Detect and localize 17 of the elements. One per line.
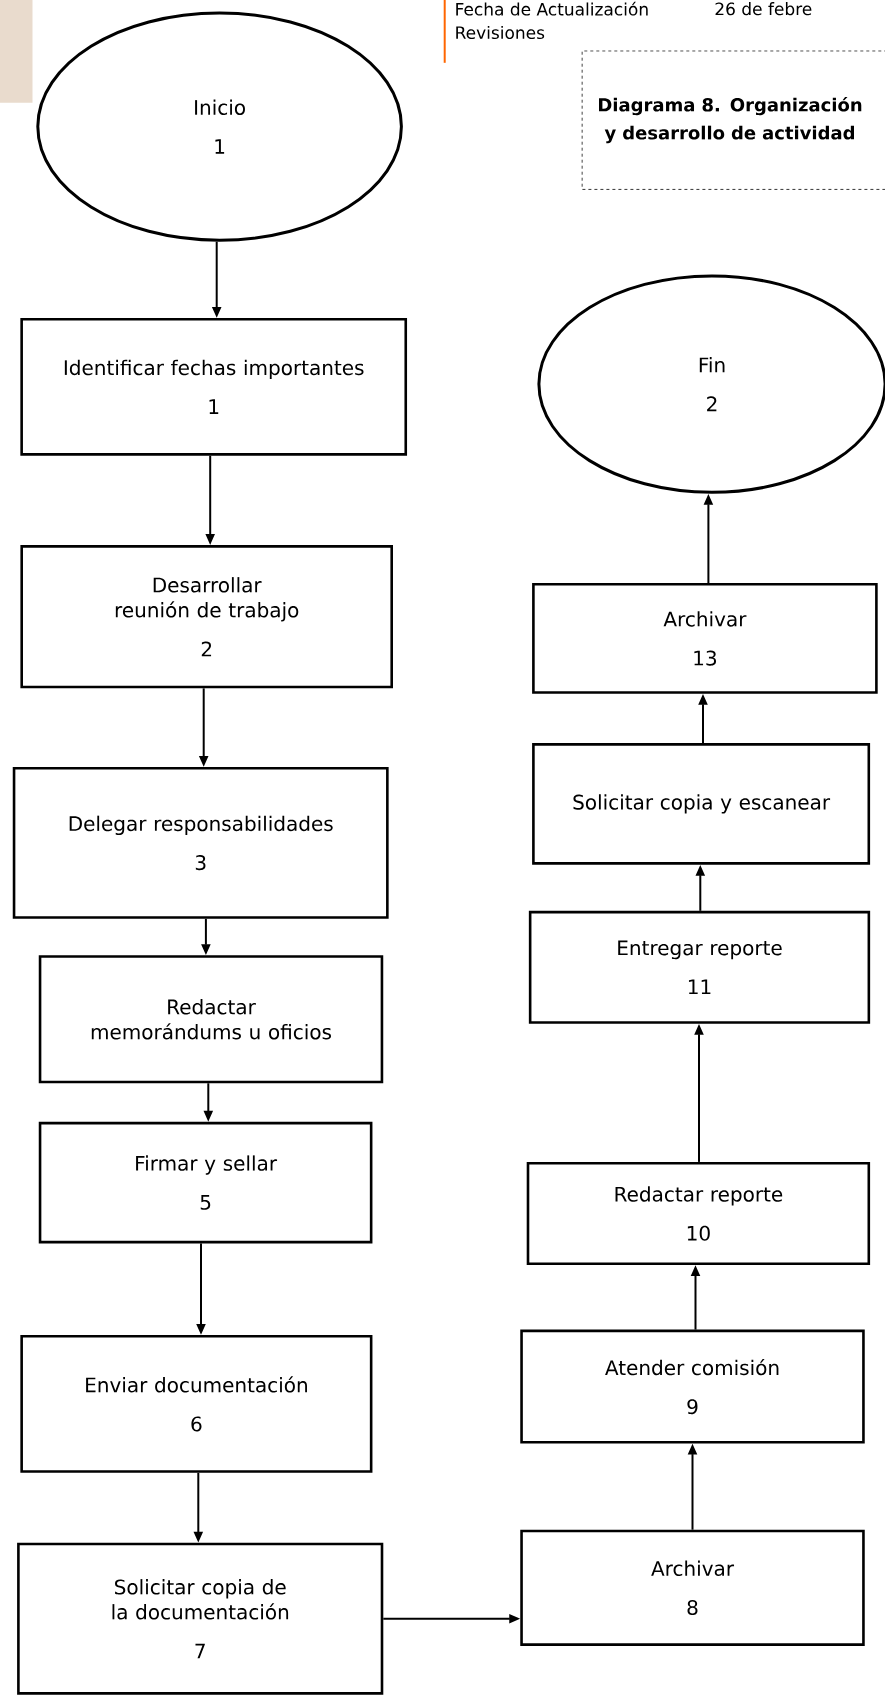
process-box: Identificar fechas importantes 1 <box>20 317 408 456</box>
process-box: Desarrollar reunión de trabajo 2 <box>20 545 393 689</box>
title-box: Diagrama 8. Organización y desarrollo de actividad <box>581 50 885 190</box>
header-text: Revisiones <box>456 25 545 40</box>
process-box: Enviar documentación 6 <box>20 1335 373 1473</box>
process-box: Redactar reporte 10 <box>526 1161 871 1266</box>
process-box: Archivar 8 <box>520 1529 865 1646</box>
process-box: Atender comisión 9 <box>520 1329 865 1444</box>
process-box: Redactar memorándums u oficios <box>38 955 384 1084</box>
header-text: 26 de febre <box>715 2 812 16</box>
process-box: Firmar y sellar 5 <box>38 1121 373 1244</box>
process-box: Solicitar copia de la documentación 7 <box>17 1542 384 1695</box>
process-box: Delegar responsabilidades 3 <box>12 766 389 919</box>
header-text: Fecha de Actualización <box>456 1 648 16</box>
process-box: Entregar reporte 11 <box>528 910 871 1024</box>
process-box: Solicitar copia y escanear <box>532 743 871 865</box>
process-box: Archivar 13 <box>532 583 878 694</box>
